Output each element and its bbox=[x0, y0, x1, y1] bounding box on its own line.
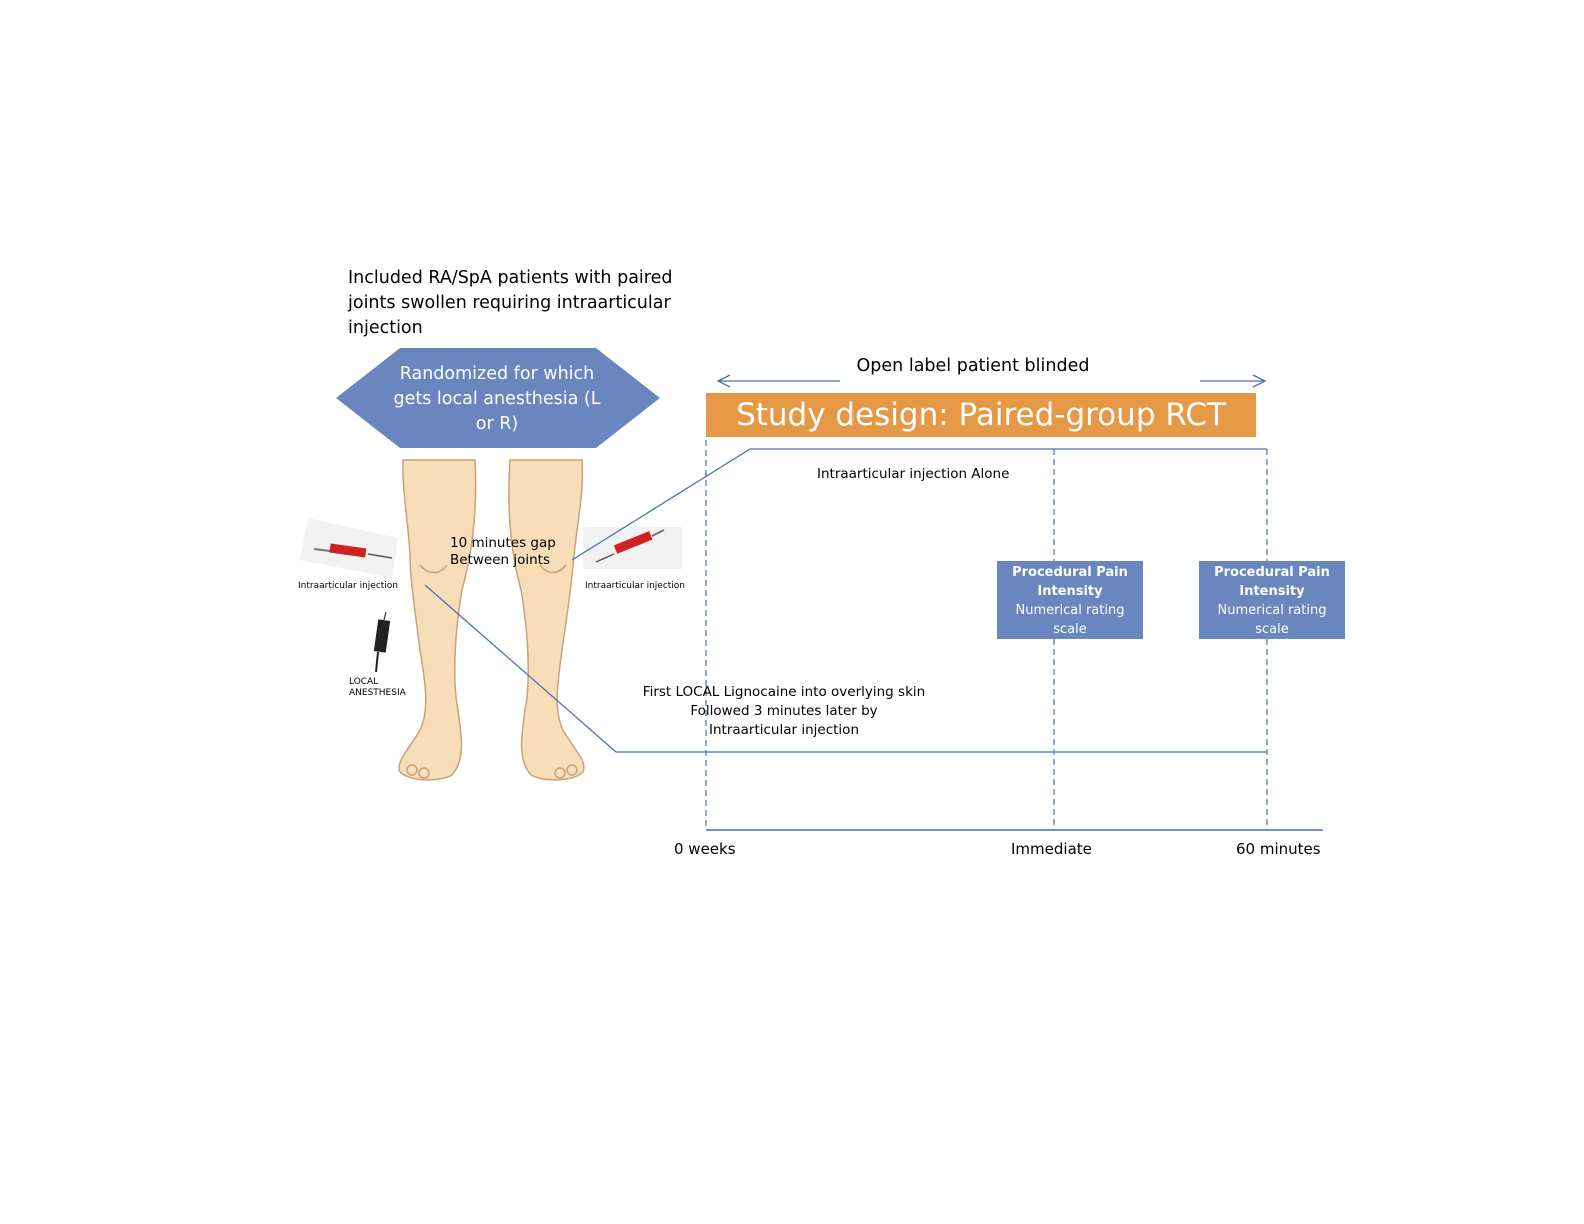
local-anesthesia-line1: LOCAL bbox=[349, 677, 379, 687]
left-syringe-icon bbox=[300, 518, 398, 578]
randomization-text: Randomized for which gets local anesthes… bbox=[393, 364, 601, 434]
gap-text-line2: Between joints bbox=[450, 552, 551, 568]
randomization-hexagon bbox=[336, 348, 660, 448]
double-arrow-icon bbox=[716, 374, 1267, 388]
arm-top-label: Intraarticular injection Alone bbox=[817, 466, 1010, 482]
arm-bottom-line3: Intraarticular injection bbox=[708, 722, 859, 738]
timeline-label-60-minutes: 60 minutes bbox=[1236, 840, 1321, 858]
timeline-label-immediate: Immediate bbox=[1011, 840, 1092, 858]
right-syringe-icon bbox=[583, 527, 682, 569]
left-syringe-label: Intraarticular injection bbox=[298, 581, 399, 591]
arm-lines bbox=[424, 448, 1267, 753]
arm-bottom-line1: First LOCAL Lignocaine into overlying sk… bbox=[642, 684, 926, 700]
local-anesthesia-label: LOCAL ANESTHESIA bbox=[349, 677, 406, 699]
outcome-scale-line1: Numerical rating bbox=[1217, 603, 1327, 618]
outcome-box-immediate: Procedural Pain Intensity Numerical rati… bbox=[997, 561, 1143, 639]
arm-bottom-label: First LOCAL Lignocaine into overlying sk… bbox=[634, 683, 934, 740]
outcome-scale-line1: Numerical rating bbox=[1015, 603, 1125, 618]
gap-text: 10 minutes gap Between joints bbox=[450, 535, 556, 569]
local-anesthesia-line2: ANESTHESIA bbox=[349, 688, 406, 698]
timepoint-dashed-lines bbox=[705, 440, 1268, 830]
outcome-title-line2: Intensity bbox=[1239, 584, 1305, 599]
outcome-title-line1: Procedural Pain bbox=[1012, 565, 1128, 580]
right-syringe-label: Intraarticular injection bbox=[585, 581, 686, 591]
outcome-scale-line2: scale bbox=[1053, 622, 1087, 637]
legs-illustration bbox=[398, 459, 585, 781]
timeline-label-0-weeks: 0 weeks bbox=[674, 840, 736, 858]
outcome-box-60-minutes: Procedural Pain Intensity Numerical rati… bbox=[1199, 561, 1345, 639]
arm-bottom-line2: Followed 3 minutes later by bbox=[690, 703, 878, 719]
blinding-text: Open label patient blinded bbox=[856, 356, 1090, 376]
outcome-title-line2: Intensity bbox=[1037, 584, 1103, 599]
anesthesia-syringe-icon bbox=[373, 611, 391, 673]
outcome-title-line1: Procedural Pain bbox=[1214, 565, 1330, 580]
study-design-banner: Study design: Paired-group RCT bbox=[706, 393, 1256, 437]
inclusion-text: Included RA/SpA patients with paired joi… bbox=[348, 268, 673, 338]
outcome-scale-line2: scale bbox=[1255, 622, 1289, 637]
gap-text-line1: 10 minutes gap bbox=[450, 535, 556, 551]
